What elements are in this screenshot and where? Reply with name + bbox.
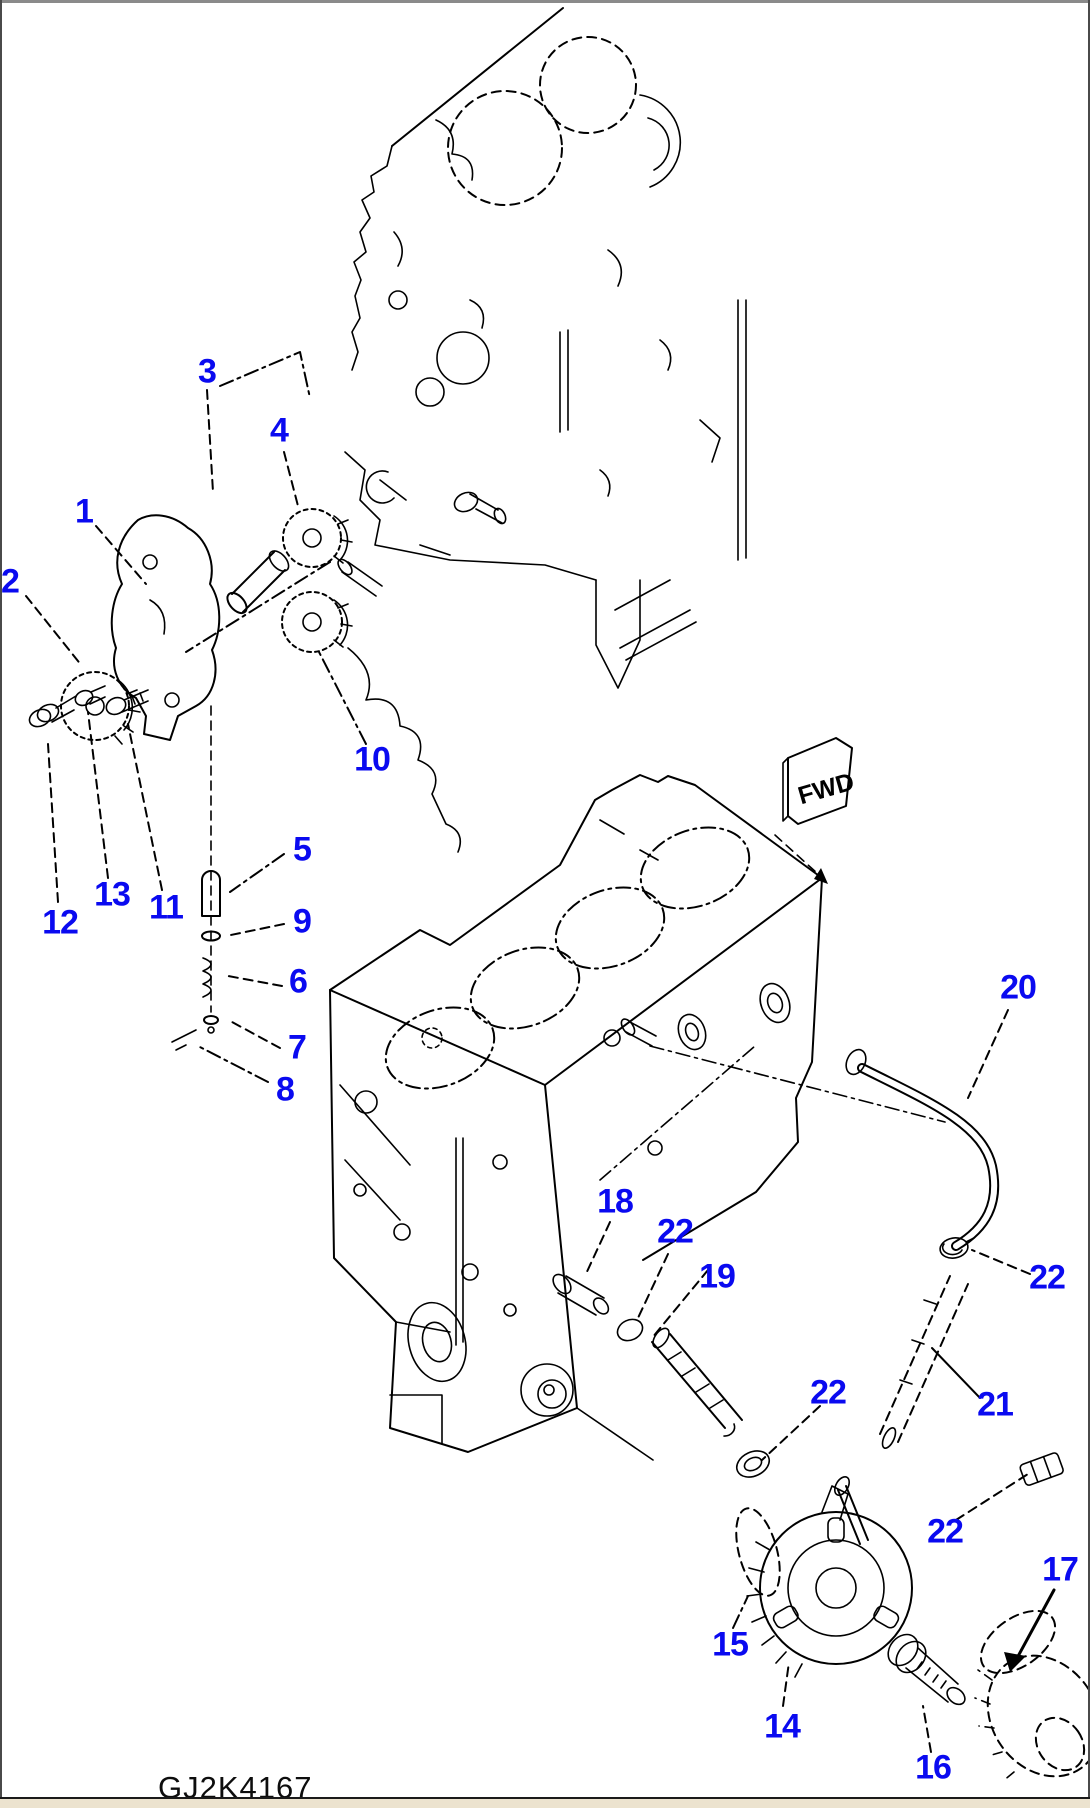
idler-assembly-drawing <box>28 508 353 1051</box>
spring-part-6 <box>202 957 212 998</box>
seat-part-7 <box>203 1015 219 1025</box>
bolt-part-12 <box>28 695 77 728</box>
snap-ring <box>365 470 395 504</box>
plug-part-18 <box>552 1273 610 1316</box>
cooler-inlet-pipe <box>833 1476 869 1545</box>
bore-part-8 <box>171 1029 197 1051</box>
bracket-part-1 <box>110 514 221 741</box>
callout-22c: 22 <box>810 1373 847 1412</box>
fwd-flag: FWD <box>774 737 857 884</box>
callout-22a: 22 <box>657 1212 694 1251</box>
callout-7: 7 <box>288 1028 307 1067</box>
leader-lines <box>25 351 1056 1753</box>
callout-22d: 22 <box>927 1512 964 1551</box>
fitting-part-16 <box>887 1633 966 1706</box>
callout-13: 13 <box>94 875 131 914</box>
callout-4: 4 <box>270 411 289 450</box>
clamp-22a <box>616 1318 644 1342</box>
callout-8: 8 <box>276 1070 295 1109</box>
page-top-edge <box>0 0 1090 3</box>
gear-part-4 <box>282 508 353 568</box>
callout-5: 5 <box>293 830 312 869</box>
callout-6: 6 <box>289 962 308 1001</box>
gear-part-10 <box>281 591 353 653</box>
page-right-edge <box>1088 0 1090 1808</box>
callout-15: 15 <box>712 1625 749 1664</box>
pin-part-3 <box>226 550 290 615</box>
bolt-part-13 <box>74 685 106 707</box>
cooler-assembly-drawing <box>735 1485 1090 1782</box>
clamp-22d <box>1019 1452 1064 1486</box>
clamp-22c <box>735 1450 771 1478</box>
clamp-22b <box>939 1237 975 1259</box>
oil-filter-part-17 <box>974 1609 1090 1782</box>
callout-19: 19 <box>699 1257 736 1296</box>
callout-10: 10 <box>354 740 391 779</box>
callout-21: 21 <box>977 1385 1014 1424</box>
tube-part-21 <box>879 1275 969 1449</box>
callout-2: 2 <box>1 562 20 601</box>
washer-part-9 <box>201 930 221 942</box>
fwd-text: FWD <box>795 768 857 811</box>
valve-part-5 <box>201 870 221 917</box>
hose-part-19 <box>651 1327 743 1437</box>
clamp-on-hose-20 <box>845 1048 867 1076</box>
gear-part-2 <box>60 671 141 745</box>
engine-block-drawing <box>329 774 823 1461</box>
page-bottom-line <box>0 1797 1090 1799</box>
gasket-part-15 <box>735 1507 781 1597</box>
callout-16: 16 <box>915 1748 952 1787</box>
callout-22b: 22 <box>1029 1258 1066 1297</box>
callout-17: 17 <box>1042 1550 1079 1589</box>
callout-9: 9 <box>293 902 312 941</box>
callout-1: 1 <box>75 492 94 531</box>
page-bottom-strip <box>0 1799 1090 1808</box>
hose-part-20 <box>845 1048 1000 1251</box>
hose-drawings <box>599 1045 1064 1545</box>
block-nipple <box>620 1018 657 1047</box>
oil-cooler-part-14 <box>746 1485 913 1678</box>
relief-valve-stack <box>171 705 221 1051</box>
callout-12: 12 <box>42 903 79 942</box>
case-bolt <box>453 491 507 525</box>
gear-case-drawing <box>337 7 747 853</box>
callout-11: 11 <box>149 888 184 927</box>
callout-18: 18 <box>597 1182 634 1221</box>
pump-volute <box>520 1363 574 1417</box>
fwd-arrow-line <box>774 834 819 875</box>
page-left-edge <box>0 0 2 1808</box>
fwd-arrowhead <box>814 868 828 884</box>
callout-14: 14 <box>764 1707 801 1746</box>
bolt-part-11 <box>105 689 149 716</box>
callout-20: 20 <box>1000 968 1037 1007</box>
callout-3: 3 <box>198 352 217 391</box>
